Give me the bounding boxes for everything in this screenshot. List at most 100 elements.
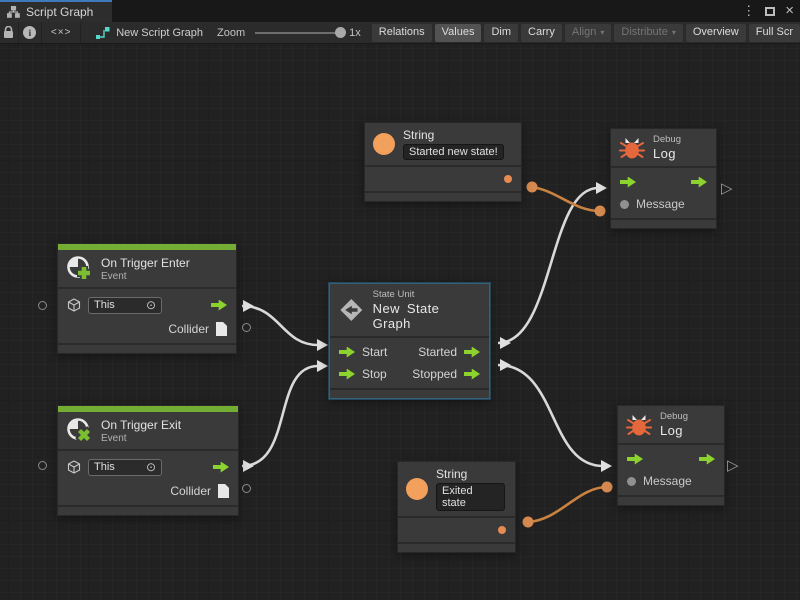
zoom-slider[interactable] [255, 26, 347, 38]
window-controls: ⋮ × [742, 0, 800, 22]
string-value-input[interactable]: Exited state [436, 483, 505, 511]
tab-script-graph[interactable]: Script Graph [0, 0, 112, 22]
wire-arrowhead [500, 359, 511, 371]
string-output-port[interactable] [498, 526, 506, 534]
tab-title: Script Graph [26, 5, 94, 19]
zoom-value: 1x [349, 26, 361, 39]
values-button[interactable]: Values [434, 23, 482, 42]
wire-string-to-message [531, 185, 601, 213]
close-icon[interactable]: × [785, 2, 794, 19]
node-title: Log [653, 146, 676, 161]
zoom-slider-handle[interactable] [335, 26, 347, 38]
unconnected-port-circle[interactable] [38, 461, 47, 470]
port-label: Message [636, 197, 685, 211]
node-kicker: Debug [660, 411, 688, 422]
script-graph-icon [96, 26, 110, 39]
relations-button[interactable]: Relations [371, 23, 432, 42]
start-input-port[interactable] [339, 346, 355, 358]
graph-canvas[interactable]: ▷ ▷ String Started new state! [0, 44, 800, 600]
lock-button[interactable] [0, 22, 19, 43]
wire-value-dot [526, 181, 538, 193]
target-object-dropdown[interactable]: This ⊙ [88, 458, 162, 476]
bug-icon [619, 137, 645, 158]
unconnected-flow-triangle[interactable]: ▷ [721, 180, 733, 197]
graph-reference[interactable]: New Script Graph [96, 26, 204, 39]
wire-value-dot [601, 481, 613, 493]
port-label: Stop [362, 367, 387, 381]
wire-arrowhead [243, 300, 254, 312]
node-kicker: Debug [653, 134, 681, 145]
info-button[interactable]: i [19, 22, 43, 43]
carry-button[interactable]: Carry [521, 23, 562, 42]
window-menu-icon[interactable]: ⋮ [742, 3, 756, 18]
node-state-unit[interactable]: State Unit New State Graph Start Started… [329, 283, 490, 399]
node-debug-log-bottom[interactable]: Debug Log Message [617, 405, 725, 506]
string-value-input[interactable]: Started new state! [403, 144, 504, 160]
string-output-port[interactable] [504, 175, 512, 183]
node-title: On Trigger Exit [101, 417, 182, 432]
maximize-icon[interactable] [765, 6, 776, 16]
node-on-trigger-exit[interactable]: On Trigger Exit Event This ⊙ [57, 405, 239, 516]
stop-input-port[interactable] [339, 368, 355, 380]
object-picker-icon[interactable]: ⊙ [145, 460, 156, 474]
unconnected-port-circle[interactable] [38, 301, 47, 310]
distribute-button[interactable]: Distribute▾ [614, 23, 683, 42]
dim-button[interactable]: Dim [484, 23, 519, 42]
port-label: Stopped [412, 367, 457, 381]
align-button[interactable]: Align▾ [564, 23, 612, 42]
flow-output-port[interactable] [699, 453, 715, 465]
zoom-control: Zoom 1x [217, 26, 369, 39]
wire-exit-to-stop [241, 364, 319, 468]
wire-arrowhead [601, 460, 612, 472]
graph-name: New Script Graph [116, 26, 204, 39]
port-label: Collider [170, 484, 211, 498]
chevron-down-icon: ▾ [671, 27, 676, 37]
node-title: String [403, 128, 435, 142]
flow-output-port[interactable] [213, 461, 229, 473]
node-subtitle: Event [101, 270, 127, 282]
flow-output-port[interactable] [211, 299, 227, 311]
wire-value-dot [522, 516, 534, 528]
target-label: This [94, 299, 115, 311]
node-title: String [436, 467, 468, 481]
node-string-top[interactable]: String Started new state! [364, 122, 522, 202]
fullscreen-button[interactable]: Full Scr [748, 23, 800, 42]
wire-enter-to-start [241, 304, 319, 347]
unconnected-flow-triangle[interactable]: ▷ [727, 457, 739, 474]
target-object-dropdown[interactable]: This ⊙ [88, 296, 162, 314]
node-footer [58, 343, 236, 353]
object-picker-icon[interactable]: ⊙ [145, 298, 156, 312]
overview-button[interactable]: Overview [685, 23, 746, 42]
collider-output-port[interactable] [218, 484, 229, 498]
event-x-icon [67, 418, 93, 444]
flow-input-port[interactable] [627, 453, 643, 465]
stopped-output-port[interactable] [464, 368, 480, 380]
wire-stopped-to-log [497, 363, 604, 468]
collider-output-port[interactable] [216, 322, 227, 336]
node-footer [398, 542, 515, 552]
started-output-port[interactable] [464, 346, 480, 358]
zoom-label: Zoom [217, 26, 246, 39]
message-input-port[interactable] [627, 476, 636, 486]
port-label: Start [362, 345, 388, 359]
node-on-trigger-enter[interactable]: On Trigger Enter Event This ⊙ [57, 243, 237, 354]
flow-output-port[interactable] [691, 176, 707, 188]
distribute-label: Distribute [621, 25, 668, 38]
message-input-port[interactable] [620, 199, 629, 209]
node-debug-log-top[interactable]: Debug Log Message [610, 128, 717, 229]
code-view-button[interactable]: <×> [42, 22, 82, 43]
wire-arrowhead [317, 360, 328, 372]
unconnected-port-circle[interactable] [242, 484, 251, 493]
unconnected-port-circle[interactable] [242, 323, 251, 332]
window-tab-bar: Script Graph ⋮ × [0, 0, 800, 22]
event-header-strip [58, 406, 238, 412]
event-header-strip [58, 244, 236, 250]
flow-input-port[interactable] [620, 176, 636, 188]
port-label: Collider [168, 322, 209, 336]
node-string-bottom[interactable]: String Exited state [397, 461, 516, 553]
wire-value-dot [594, 205, 606, 217]
code-icon: <×> [50, 27, 72, 38]
lock-icon [4, 26, 14, 38]
wire-arrowhead [317, 339, 328, 351]
node-subtitle: Event [101, 432, 127, 444]
